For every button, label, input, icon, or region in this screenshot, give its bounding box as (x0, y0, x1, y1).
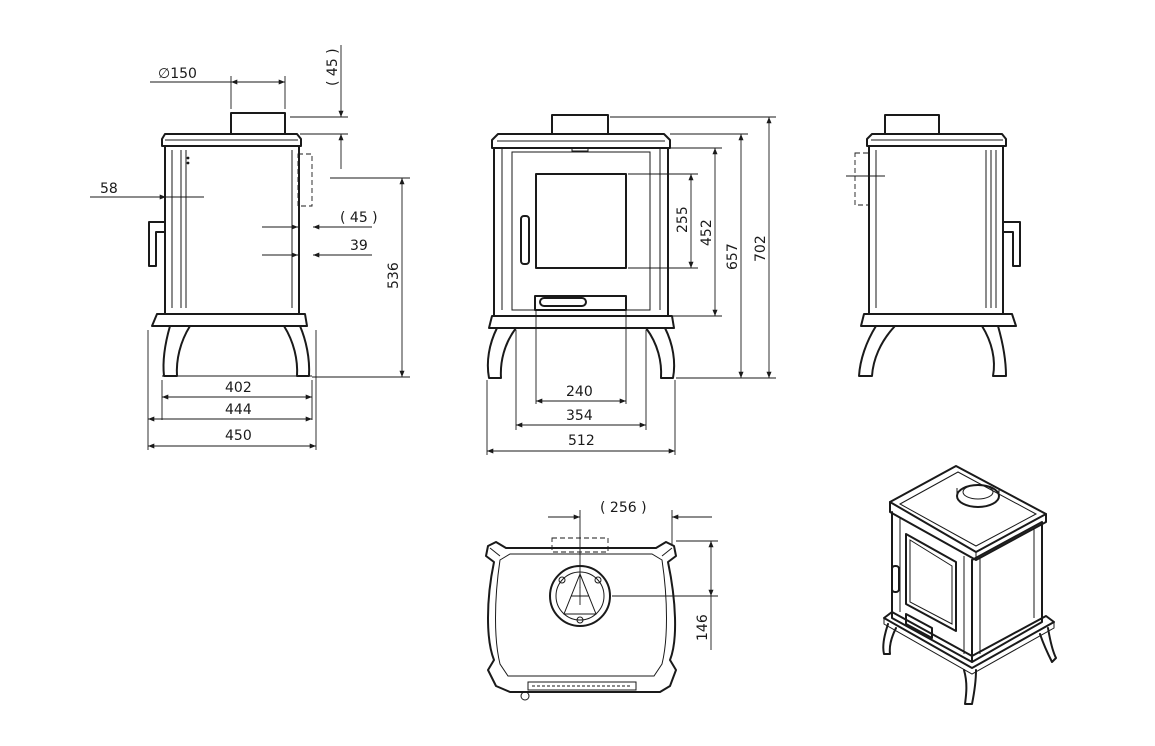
dim-top-outlet-width: ( 256 ) (600, 500, 647, 516)
dim-top-outlet-depth: 146 (695, 614, 711, 641)
dim-flue-height: ( 45 ) (325, 48, 341, 86)
dim-body-height: 657 (725, 243, 741, 270)
dim-window-height: 255 (675, 206, 691, 233)
dim-side-height: 536 (386, 262, 402, 289)
dim-door-height: 452 (699, 219, 715, 246)
dim-outlet-offset: 39 (350, 238, 368, 254)
dim-total-width: 512 (568, 433, 595, 449)
dim-side-width-444: 444 (225, 402, 252, 418)
dim-flue-diameter: ∅150 (158, 66, 197, 82)
front-view: 255 452 657 702 240 354 512 (486, 114, 776, 455)
dim-side-width-450: 450 (225, 428, 252, 444)
dim-outlet-depth: ( 45 ) (340, 210, 378, 226)
side-view-right (846, 114, 1021, 377)
isometric-view (882, 465, 1057, 705)
top-view: ( 256 ) 146 (485, 500, 718, 701)
dim-window-width: 240 (566, 384, 593, 400)
dim-inner-width: 354 (566, 408, 593, 424)
dim-total-height: 702 (753, 235, 769, 262)
dim-side-offset: 58 (100, 181, 118, 197)
dim-side-width-402: 402 (225, 380, 252, 396)
side-view-left: ∅150 ( 45 ) 58 ( 45 ) 39 536 402 (90, 45, 410, 450)
